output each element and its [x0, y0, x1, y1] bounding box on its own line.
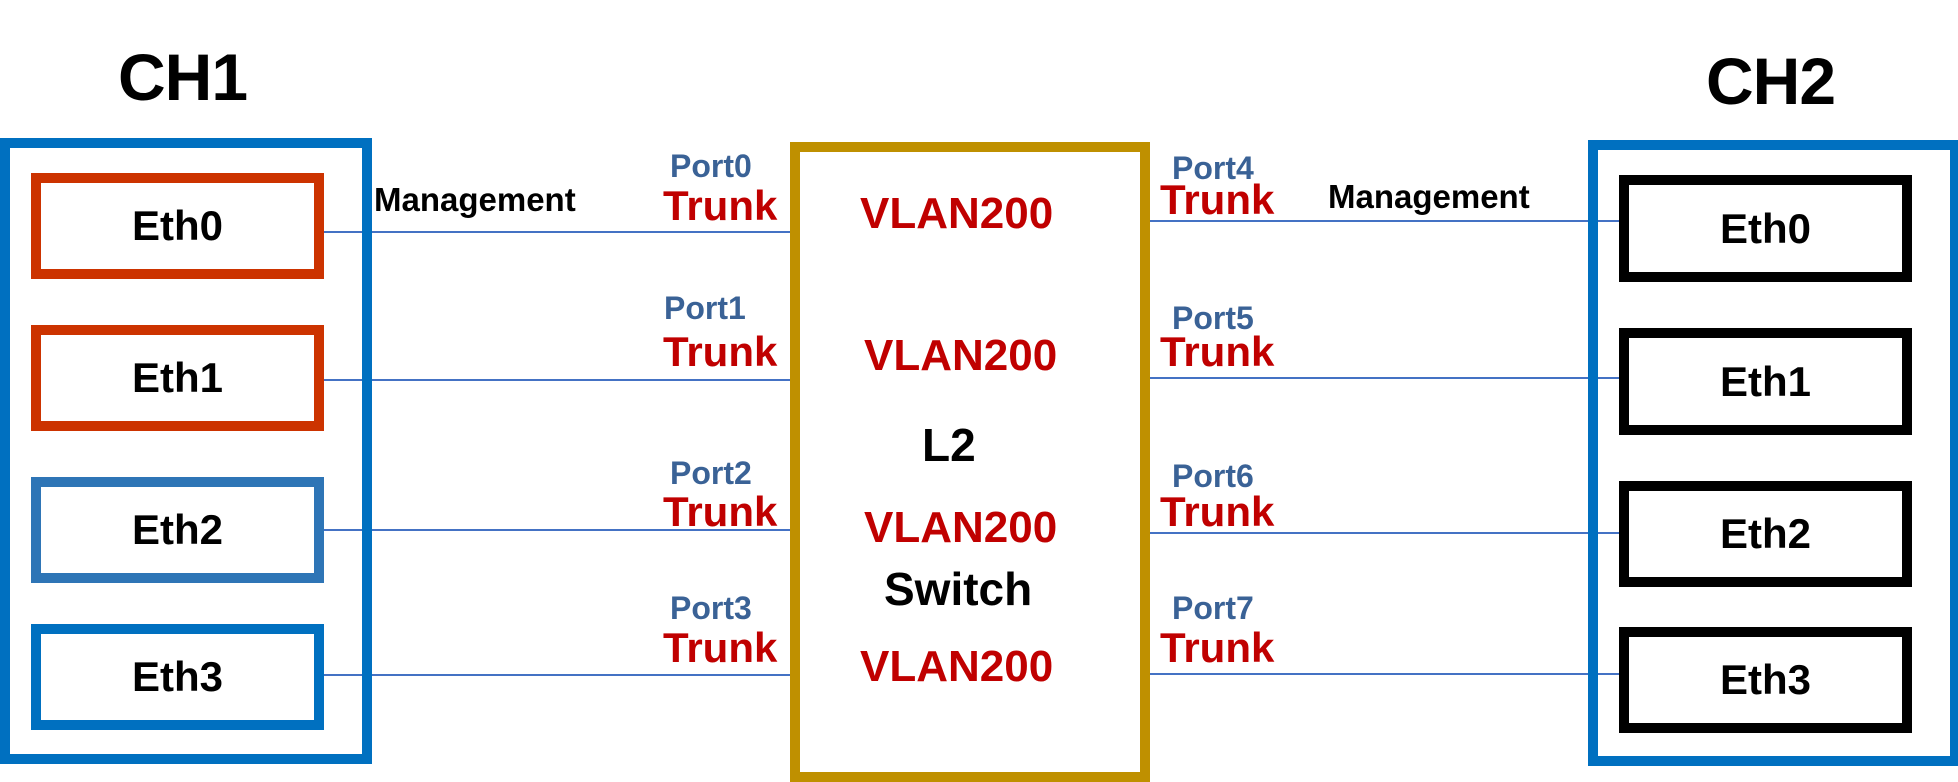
port6-label: Port6 [1172, 458, 1254, 494]
port2-label: Port2 [670, 455, 752, 491]
ch1-eth0-label: Eth0 [131, 202, 223, 249]
ch1-eth0[interactable]: Eth0 [31, 173, 324, 279]
link-ch1-eth1-port1 [324, 379, 794, 381]
port7-mode: Trunk [1160, 624, 1275, 671]
port7-label: Port7 [1172, 590, 1254, 626]
ch1-eth1-label: Eth1 [131, 354, 223, 401]
vlan-label-3: VLAN200 [860, 642, 1054, 691]
vlan-label-1: VLAN200 [864, 331, 1058, 380]
link-port7-ch2-eth3 [1146, 673, 1624, 675]
ch2-chassis [1588, 140, 1958, 766]
ch2-eth1-label: Eth1 [1719, 357, 1811, 405]
ch1-chassis [0, 138, 372, 764]
link-port4-ch2-eth0 [1146, 220, 1624, 222]
ch1-eth3-label: Eth3 [131, 653, 223, 700]
link-port5-ch2-eth1 [1146, 377, 1624, 379]
vlan-label-0: VLAN200 [860, 189, 1054, 238]
port1-label: Port1 [664, 290, 746, 326]
ch2-eth3[interactable]: Eth3 [1619, 627, 1912, 733]
link-port6-ch2-eth2 [1146, 532, 1624, 534]
management-label-right: Management [1328, 178, 1530, 215]
ch1-eth2[interactable]: Eth2 [31, 477, 324, 583]
switch-label-switch: Switch [884, 563, 1033, 615]
vlan-label-2: VLAN200 [864, 503, 1058, 552]
link-ch1-eth3-port3 [324, 674, 794, 676]
ch2-eth1[interactable]: Eth1 [1619, 328, 1912, 435]
port4-mode: Trunk [1160, 176, 1275, 223]
port3-mode: Trunk [663, 624, 778, 671]
port3-label: Port3 [670, 590, 752, 626]
link-ch1-eth2-port2 [324, 529, 794, 531]
ch1-eth2-label: Eth2 [131, 506, 223, 553]
port2-mode: Trunk [663, 488, 778, 535]
ch1-eth3[interactable]: Eth3 [31, 624, 324, 730]
port5-label: Port5 [1172, 300, 1254, 336]
port6-mode: Trunk [1160, 488, 1275, 535]
port0-mode: Trunk [663, 182, 778, 229]
port5-mode: Trunk [1160, 328, 1275, 375]
port4-label: Port4 [1172, 150, 1254, 186]
link-ch1-eth0-port0 [324, 231, 794, 233]
ch2-eth3-label: Eth3 [1719, 656, 1811, 703]
ch2-eth0-label: Eth0 [1719, 204, 1811, 252]
ch1-eth1[interactable]: Eth1 [31, 325, 324, 431]
ch2-eth0[interactable]: Eth0 [1619, 175, 1912, 282]
ch2-title: CH2 [1706, 44, 1836, 118]
l2-switch[interactable] [790, 142, 1150, 782]
ch2-eth2[interactable]: Eth2 [1619, 481, 1912, 587]
switch-label-l2: L2 [922, 419, 976, 471]
port0-label: Port0 [670, 148, 752, 184]
ch2-eth2-label: Eth2 [1719, 510, 1811, 557]
management-label-left: Management [374, 181, 576, 218]
ch1-title: CH1 [118, 40, 248, 114]
port1-mode: Trunk [663, 328, 778, 375]
